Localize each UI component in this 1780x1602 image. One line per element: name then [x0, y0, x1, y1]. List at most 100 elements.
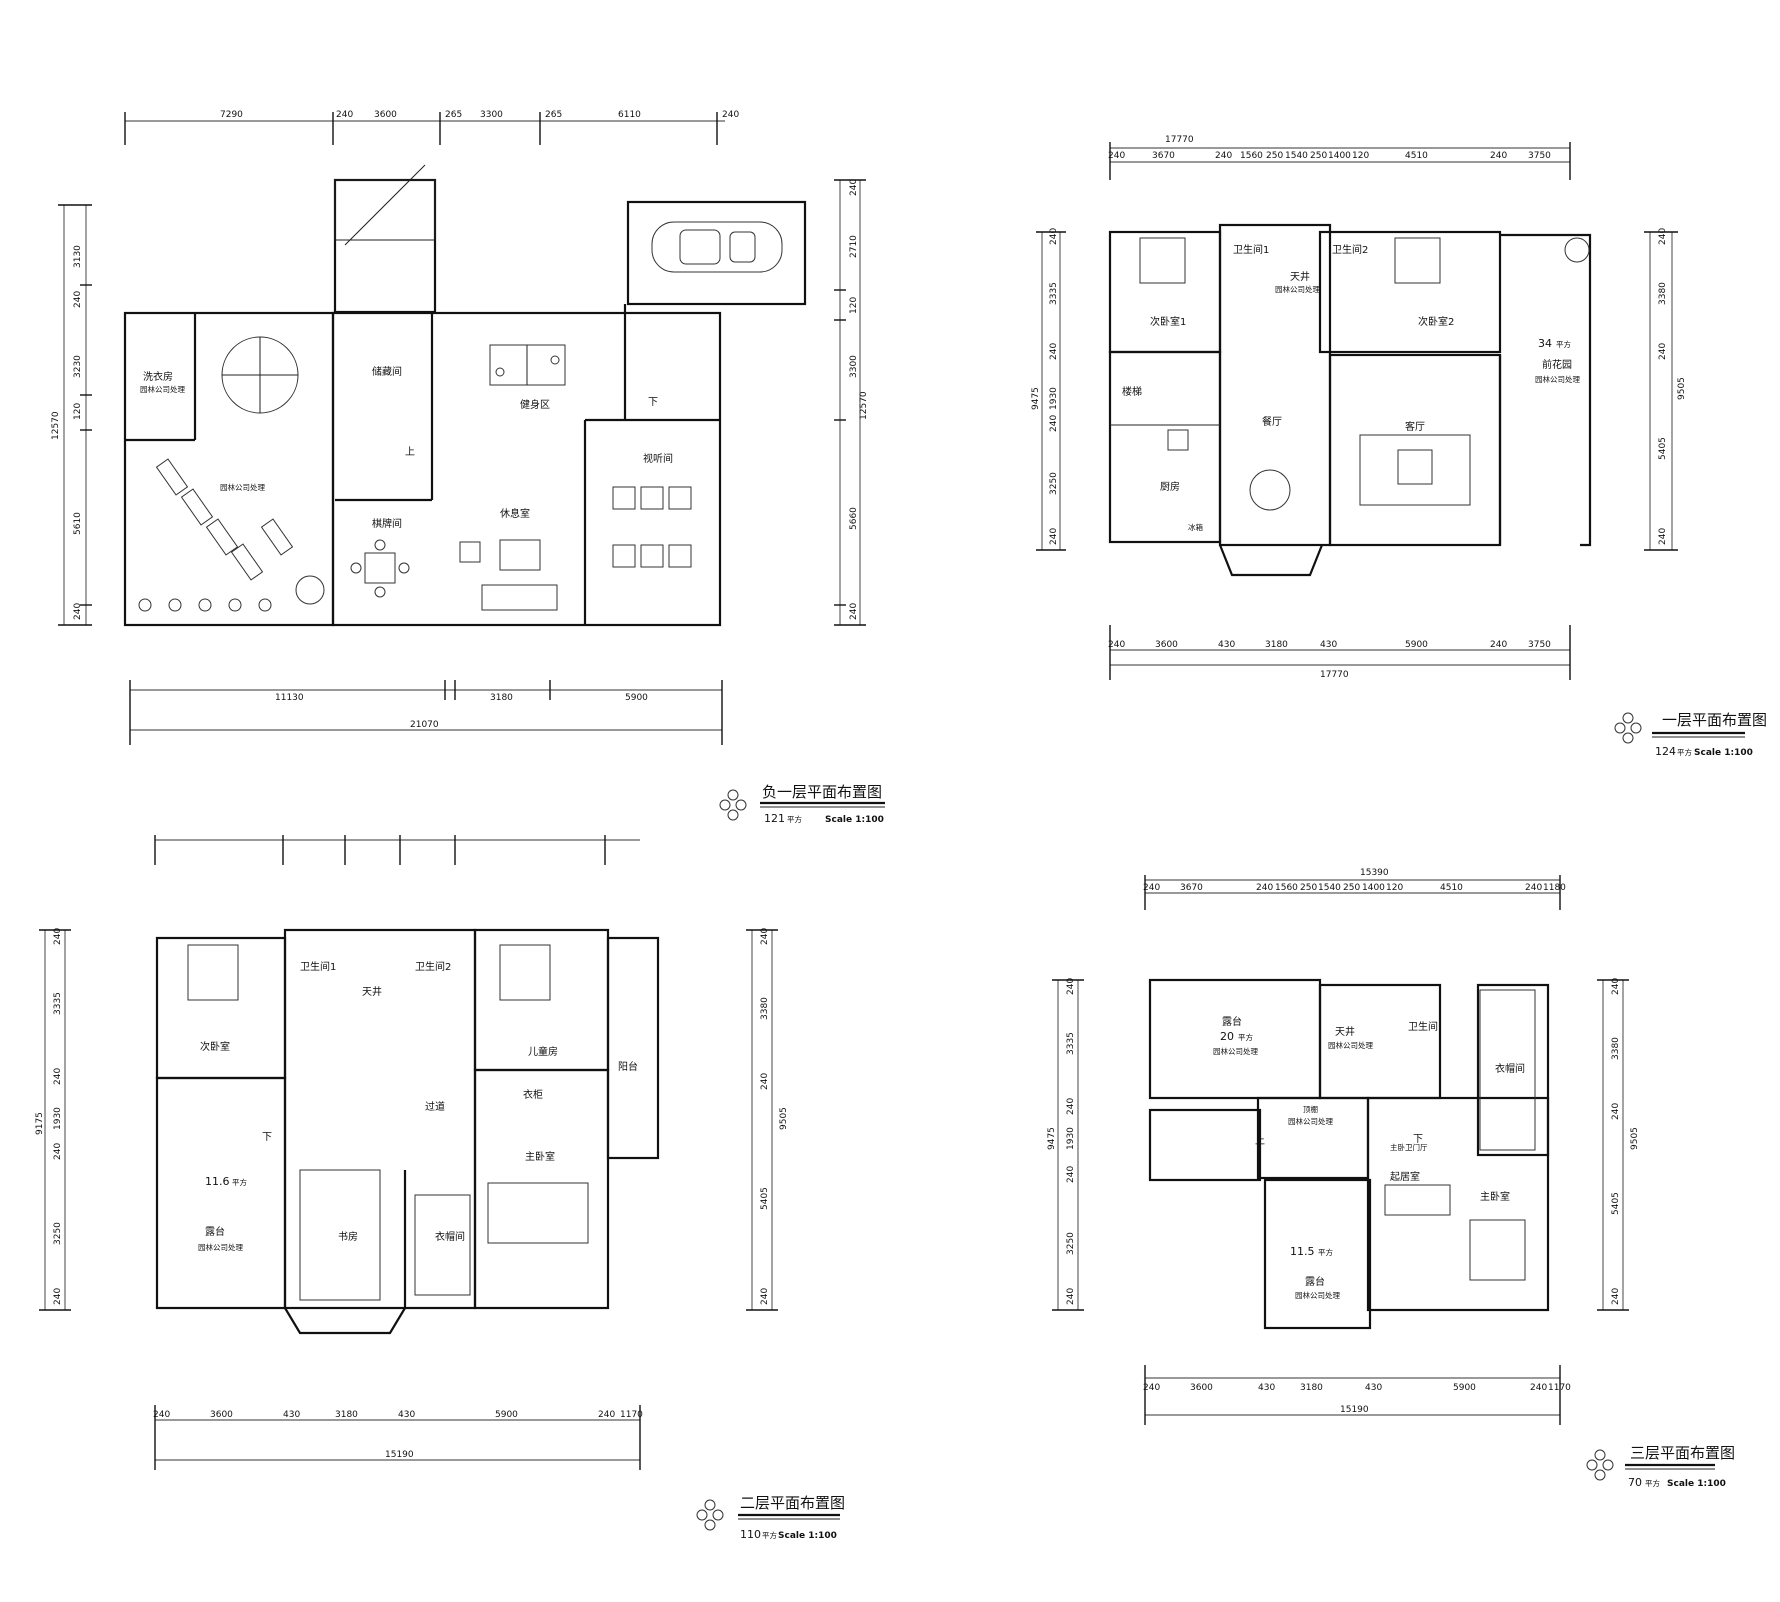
f2-walls — [155, 928, 660, 1335]
f3-dim-left-5: 3250 — [1066, 1232, 1076, 1255]
b1-room-laundry-note: 园林公司处理 — [140, 384, 185, 394]
f2-dim-bottom-0: 240 — [153, 1410, 170, 1420]
stove-icon — [1167, 429, 1189, 451]
f2-title-block: 二层平面布置图 110 平方 Scale 1:100 — [696, 1494, 845, 1541]
closet-icon — [1479, 989, 1536, 1151]
f3-dim-top-7: 1400 — [1362, 883, 1385, 893]
f2-dim-bottom-1: 3600 — [210, 1410, 233, 1420]
b1-dim-top-7: 240 — [722, 110, 739, 120]
f1-dim-right-3: 5405 — [1658, 437, 1668, 460]
b1-dim-left-5: 240 — [73, 603, 83, 620]
f1-dim-top-5: 1540 — [1285, 151, 1308, 161]
b1-dim-left-0: 3130 — [73, 245, 83, 268]
f3-dim-right-3: 5405 — [1611, 1192, 1621, 1215]
f3-room-terrace1: 露台 — [1222, 1015, 1242, 1028]
b1-dim-left-4: 5610 — [73, 512, 83, 535]
f3-area-num: 70 — [1628, 1476, 1642, 1489]
f1-dim-bottom-total: 17770 — [1320, 670, 1349, 680]
b1-dim-bottom-2: 5900 — [625, 693, 648, 703]
living-sofa-icon — [1359, 434, 1471, 506]
f3-dim-top-10: 240 — [1525, 883, 1542, 893]
f1-room-well-note: 园林公司处理 — [1275, 284, 1320, 294]
f3-dim-top-5: 1540 — [1318, 883, 1341, 893]
f3-dim-top-9: 4510 — [1440, 883, 1463, 893]
f3-dim-right-total: 9505 — [1630, 1127, 1640, 1150]
compass-icon — [1586, 1449, 1614, 1481]
f1-dim-right-1: 3380 — [1658, 282, 1668, 305]
f2-room-terrace-note: 园林公司处理 — [198, 1242, 243, 1252]
b1-dim-bottom-total: 21070 — [410, 720, 439, 730]
b1-dim-top-4: 3300 — [480, 110, 503, 120]
f3-right-dimensions: 240 3380 240 5405 240 9505 — [1597, 978, 1640, 1311]
b1-dim-right-2: 120 — [849, 297, 859, 314]
f1-area-num: 124 — [1655, 745, 1676, 758]
f1-area-unit: 平方 — [1677, 747, 1693, 757]
f3-terrace2-unit: 平方 — [1318, 1247, 1334, 1257]
b1-dim-left-1: 240 — [73, 291, 83, 308]
f3-room-sky-note: 园林公司处理 — [1288, 1116, 1333, 1126]
f2-dim-left-4: 240 — [53, 1143, 63, 1160]
f3-dim-bottom-6: 240 — [1530, 1383, 1547, 1393]
b1-scale: Scale 1:100 — [825, 815, 884, 825]
f3-dim-bottom-7: 1170 — [1548, 1383, 1571, 1393]
f2-dim-right-0: 240 — [760, 928, 770, 945]
f1-room-stairs: 楼梯 — [1122, 385, 1142, 398]
f1-dim-right-4: 240 — [1658, 528, 1668, 545]
f3-bottom-dimensions: 240 3600 430 3180 430 5900 240 1170 1519… — [1143, 1365, 1571, 1425]
bed-icon — [1139, 237, 1186, 284]
f3-dim-top-11: 1180 — [1543, 883, 1566, 893]
f3-title-block: 三层平面布置图 70 平方 Scale 1:100 — [1586, 1444, 1735, 1489]
b1-dim-right-1: 2710 — [849, 235, 859, 258]
f3-left-dimensions: 240 3335 240 1930 240 3250 240 9475 — [1047, 978, 1084, 1311]
f3-dim-left-4: 240 — [1066, 1166, 1076, 1183]
compass-icon — [1614, 712, 1642, 744]
f2-area-num: 110 — [740, 1528, 761, 1541]
f1-room-bed2: 次卧室2 — [1418, 315, 1454, 328]
f3-room-sky: 顶棚 — [1303, 1104, 1318, 1114]
f1-dim-left-1: 3335 — [1049, 282, 1059, 305]
ping-pong-table-icon — [489, 344, 566, 386]
f3-stair-up: 上 — [1255, 1135, 1265, 1147]
f2-right-dimensions: 240 3380 240 5405 240 9505 — [746, 928, 789, 1311]
f2-room-wardrobe: 衣柜 — [523, 1088, 543, 1101]
master-bed-icon — [487, 1182, 589, 1244]
f3-dim-top-2: 240 — [1256, 883, 1273, 893]
f2-dim-right-total: 9505 — [779, 1107, 789, 1130]
f1-dim-left-2: 240 — [1049, 343, 1059, 360]
b1-title: 负一层平面布置图 — [762, 783, 882, 801]
f3-dim-right-1: 3380 — [1611, 1037, 1621, 1060]
f1-dim-left-4: 240 — [1049, 415, 1059, 432]
plant-icon — [1564, 237, 1590, 263]
b1-right-dimensions: 240 2710 120 3300 5660 240 12570 — [834, 179, 869, 626]
b1-dim-top-5: 265 — [545, 110, 562, 120]
f1-dim-top-3: 1560 — [1240, 151, 1263, 161]
f2-room-bed: 次卧室 — [200, 1040, 230, 1053]
b1-garden-note: 园林公司处理 — [220, 482, 265, 492]
f3-dim-bottom-0: 240 — [1143, 1383, 1160, 1393]
f2-left-dimensions: 240 3335 240 1930 240 3250 240 9175 — [35, 928, 71, 1311]
f3-stair-down: 下 — [1413, 1134, 1423, 1145]
f3-dim-top-total: 15390 — [1360, 868, 1389, 878]
b1-area-unit: 平方 — [787, 814, 802, 824]
compass-icon — [719, 789, 747, 821]
f1-room-bed1: 次卧室1 — [1150, 315, 1186, 328]
f3-dim-bottom-4: 430 — [1365, 1383, 1382, 1393]
plan-basement: 7290 240 3600 265 3300 265 6110 240 3130… — [51, 110, 885, 825]
f2-dim-left-3: 1930 — [53, 1107, 63, 1130]
f2-dim-right-1: 3380 — [760, 997, 770, 1020]
b1-title-block: 负一层平面布置图 121 平方 Scale 1:100 — [719, 783, 885, 825]
f2-room-corridor: 过道 — [425, 1100, 445, 1113]
f1-walls — [1108, 223, 1592, 577]
f1-room-well: 天井 — [1290, 270, 1310, 283]
bed-icon — [499, 944, 551, 1001]
f3-dim-top-8: 120 — [1386, 883, 1403, 893]
b1-dim-left-total: 12570 — [51, 411, 61, 440]
b1-walls — [123, 164, 807, 627]
f3-dim-left-6: 240 — [1066, 1288, 1076, 1305]
f1-right-dimensions: 240 3380 240 5405 240 9505 — [1644, 228, 1687, 551]
f2-dim-bottom-6: 240 — [598, 1410, 615, 1420]
f3-terrace2-note: 园林公司处理 — [1295, 1290, 1340, 1300]
b1-room-chess: 棋牌间 — [372, 517, 402, 530]
f2-top-dimensions — [154, 835, 640, 865]
